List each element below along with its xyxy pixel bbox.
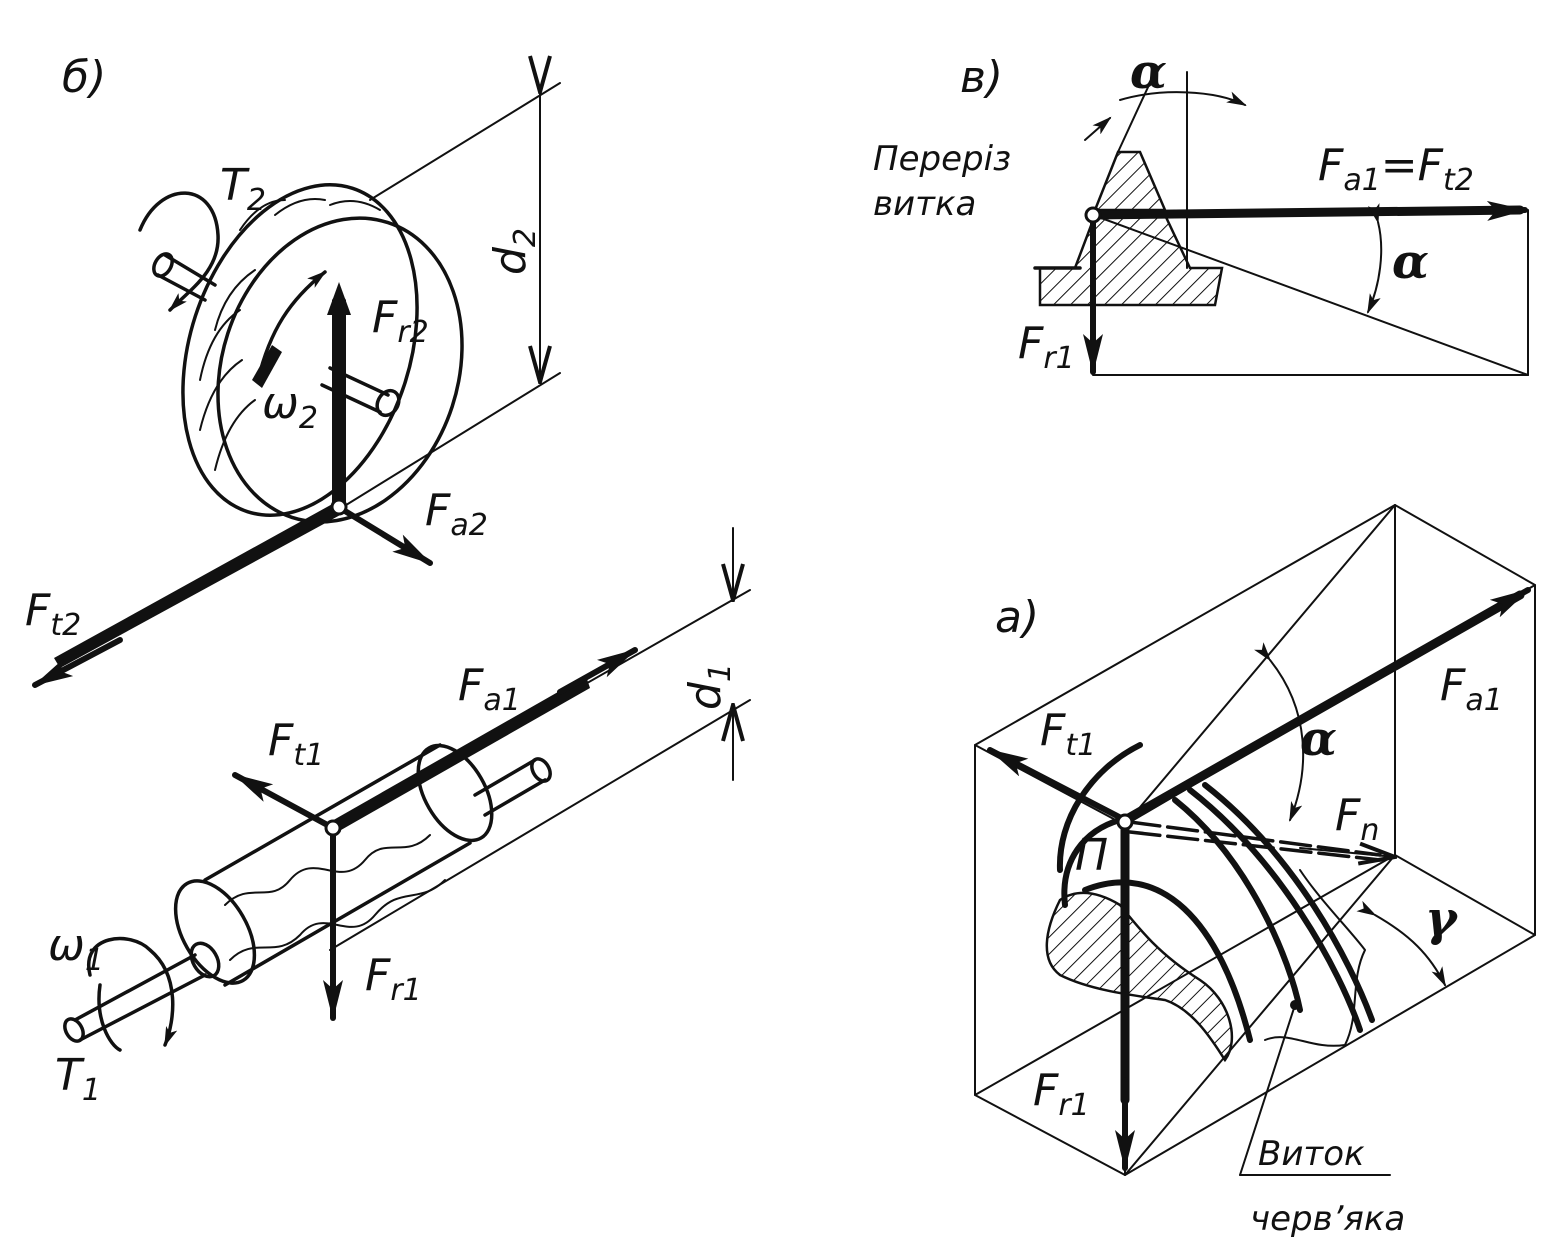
ft1-label: Ft1 bbox=[268, 715, 324, 773]
section-caption-line1: Переріз bbox=[873, 139, 1011, 179]
ft1-arrow bbox=[232, 772, 336, 831]
coil-pointer-line bbox=[1239, 1004, 1296, 1176]
fr1-v-label: Fr1 bbox=[1018, 318, 1075, 376]
worm-guide-bottom bbox=[329, 699, 751, 951]
thread-tooth-section bbox=[1093, 150, 1167, 212]
d1-dimension: d1 bbox=[680, 527, 738, 781]
flank-line bbox=[1117, 71, 1156, 153]
fa2-label: Fa2 bbox=[425, 485, 488, 543]
coil-outline bbox=[1264, 869, 1366, 1047]
panel-a: а) Fn bbox=[974, 504, 1536, 1239]
t2-torque-arrow bbox=[138, 191, 220, 312]
ft2-arrow bbox=[54, 502, 342, 668]
thread-base-section bbox=[1038, 213, 1224, 307]
fn-label: Fn bbox=[1335, 790, 1379, 848]
fa1-arrow bbox=[330, 676, 590, 834]
worm-coil-lines bbox=[1056, 742, 1375, 1043]
ft2-label: Ft2 bbox=[25, 585, 81, 643]
section-caption-line2: витка bbox=[873, 184, 976, 224]
worm-contact-point bbox=[324, 819, 342, 837]
svg-text:d2: d2 bbox=[485, 228, 543, 275]
coil-caption-line1: Виток bbox=[1258, 1134, 1365, 1174]
d2-subscript: 2 bbox=[508, 228, 543, 247]
thread-contact-point bbox=[1084, 206, 1102, 224]
fn-arrow bbox=[1128, 820, 1395, 860]
d2-symbol: d bbox=[485, 246, 536, 275]
t1-torque-arrow bbox=[97, 983, 122, 1052]
fa1-ft2-label: Fa1=Ft2 bbox=[1318, 140, 1474, 198]
fa2-arrow bbox=[337, 505, 433, 566]
t2-label: T2 bbox=[220, 160, 266, 218]
fr2-arrow bbox=[332, 290, 346, 505]
coil-caption-line2: черв’яка bbox=[1250, 1199, 1405, 1239]
worm-body bbox=[63, 743, 552, 1043]
wheel-front-face bbox=[216, 216, 464, 524]
gamma-arc bbox=[1356, 900, 1446, 987]
ft1-a-label: Ft1 bbox=[1040, 705, 1096, 763]
alpha-top-label: α bbox=[1130, 44, 1167, 100]
panel-b: б) d2 T2 bbox=[25, 52, 751, 1108]
alpha-side-label: α bbox=[1392, 234, 1429, 290]
alpha-a-label: α bbox=[1300, 711, 1337, 767]
t1-label: T1 bbox=[55, 1050, 101, 1108]
fr1-a-label: Fr1 bbox=[1033, 1065, 1090, 1123]
fa1-a-label: Fa1 bbox=[1440, 660, 1503, 718]
svg-text:d1: d1 bbox=[680, 663, 738, 710]
pole-label: П bbox=[1075, 830, 1108, 881]
panel-v-label: в) bbox=[960, 52, 1003, 103]
fr2-label: Fr2 bbox=[372, 292, 429, 350]
omega2-label: ω2 bbox=[262, 378, 318, 436]
gamma-label: γ bbox=[1425, 891, 1459, 947]
fr1-label: Fr1 bbox=[365, 950, 422, 1008]
panel-b-label: б) bbox=[62, 52, 106, 103]
force-diagonal bbox=[1092, 214, 1529, 376]
worm-cross-section bbox=[1045, 891, 1234, 1063]
pole-point bbox=[1116, 813, 1134, 831]
panel-a-label: а) bbox=[995, 592, 1039, 643]
omega1-label: ω1 bbox=[48, 920, 104, 978]
omega1-arrow bbox=[86, 936, 178, 1047]
omega2-tick-icon bbox=[252, 345, 282, 388]
alpha-top-arc bbox=[1119, 91, 1247, 106]
guide-line bbox=[369, 82, 561, 201]
alpha-side-arc bbox=[1367, 203, 1383, 314]
panel-v: в) Переріз витка α α Fa1=Ft2 Fr1 bbox=[873, 44, 1529, 376]
fa1-label: Fa1 bbox=[458, 660, 521, 718]
wheel-back-rim bbox=[181, 183, 419, 517]
ft1-a-arrow bbox=[987, 747, 1128, 823]
alpha-a-arc bbox=[1254, 642, 1305, 822]
wheel-contact-point bbox=[330, 498, 348, 516]
guide-line bbox=[337, 372, 561, 511]
fa1-a-arrow bbox=[1120, 590, 1525, 825]
d2-dimension: d2 bbox=[485, 92, 543, 382]
